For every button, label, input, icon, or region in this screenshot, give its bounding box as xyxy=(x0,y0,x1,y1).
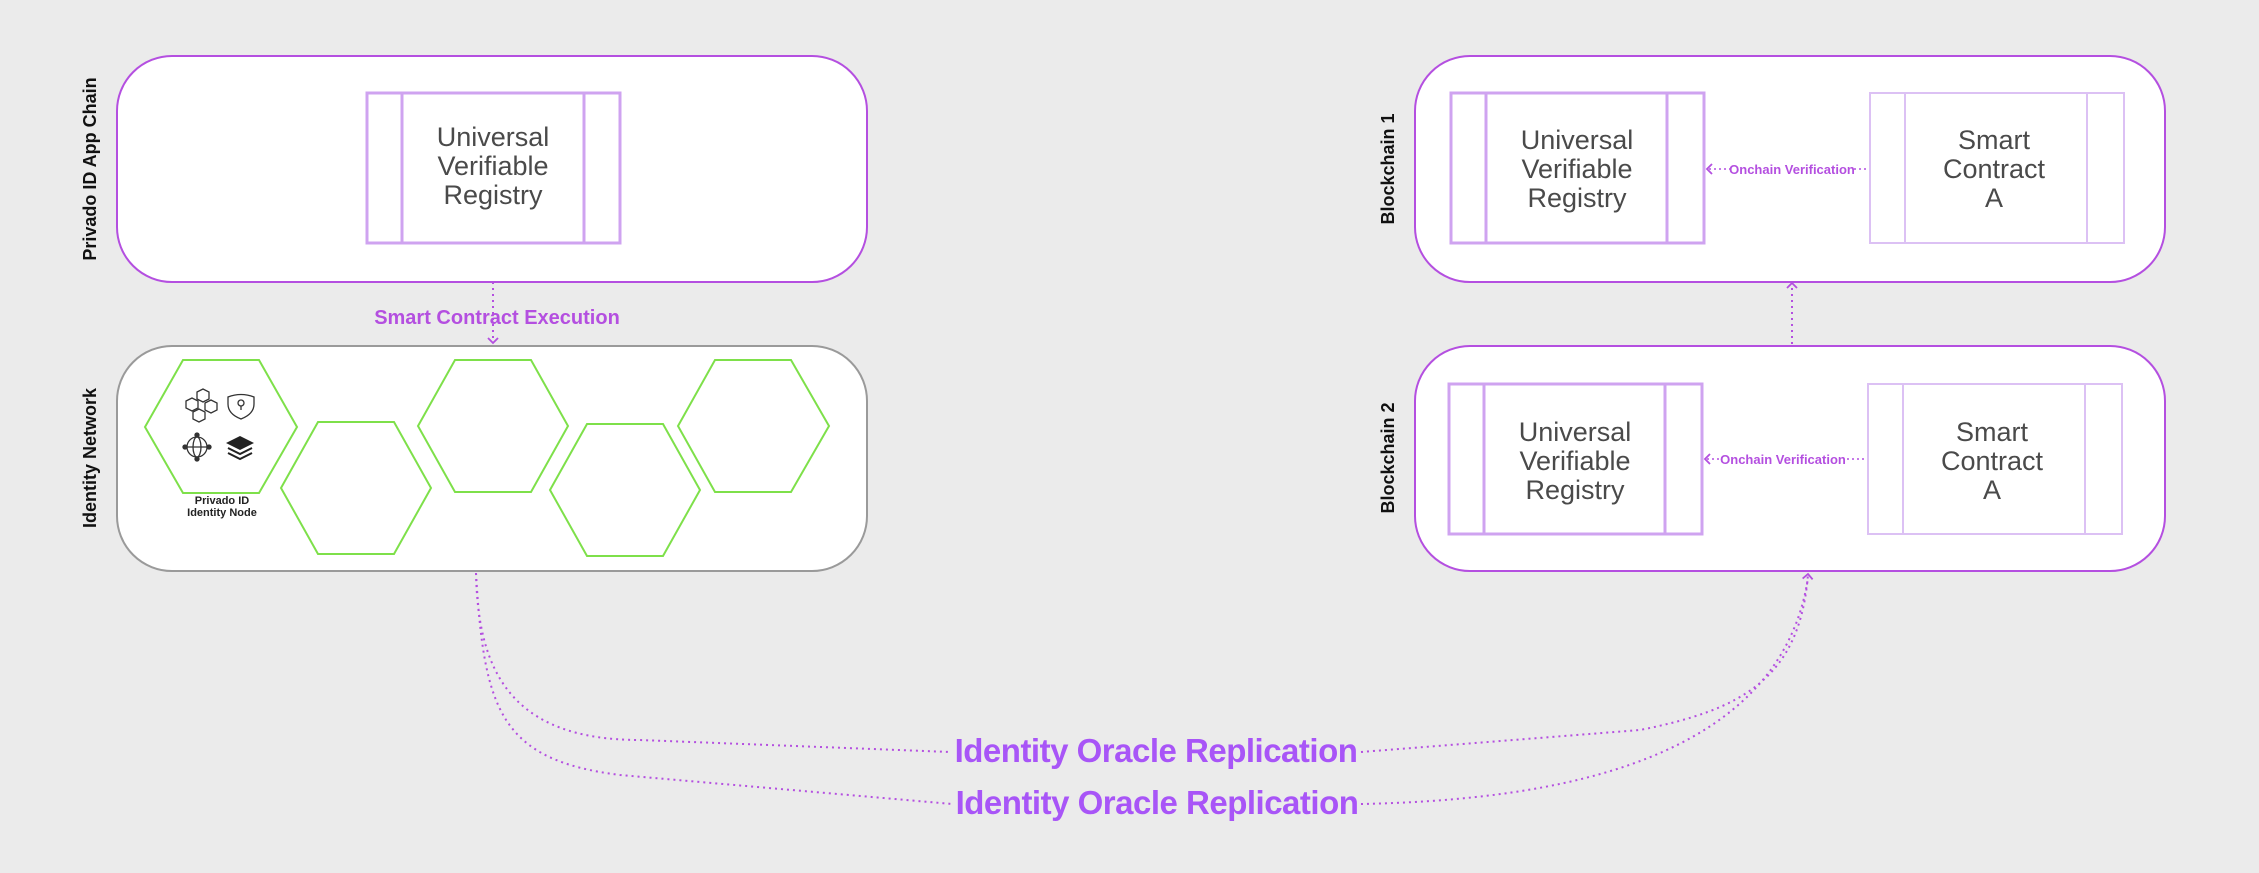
identity-node-hexagon xyxy=(143,359,299,494)
oracle-replication-label-1: Identity Oracle Replication xyxy=(955,732,1358,769)
blockchain-2-contract-line-3: A xyxy=(1983,475,2001,505)
blockchain-1-label: Blockchain 1 xyxy=(1378,113,1398,224)
replication-path-1-right xyxy=(1360,572,1814,753)
blockchain-1-contract-box: Smart Contract A xyxy=(1869,92,2125,244)
blockchain-1-registry-line-3: Registry xyxy=(1527,183,1627,213)
blockchain-2-label: Blockchain 2 xyxy=(1378,402,1398,513)
blockchain-2-registry-line-1: Universal xyxy=(1519,417,1632,447)
blockchain-2-registry-box: Universal Verifiable Registry xyxy=(1447,382,1704,536)
replication-path-2-left xyxy=(475,572,953,805)
blockchain-1-registry-line-1: Universal xyxy=(1521,125,1634,155)
identity-network-label: Identity Network xyxy=(80,387,100,528)
blockchain-1-registry-box: Universal Verifiable Registry xyxy=(1449,91,1706,245)
blockchain-1-contract-line-2: Contract xyxy=(1943,154,2046,184)
node-hexagon xyxy=(676,359,831,493)
blockchain-1-registry-line-2: Verifiable xyxy=(1521,154,1632,184)
onchain-label-bg-2 xyxy=(1721,449,1845,469)
layers-icon xyxy=(226,436,254,461)
blockchain-2-registry-line-2: Verifiable xyxy=(1519,446,1630,476)
cubes-icon xyxy=(185,388,218,423)
app-chain-label: Privado ID App Chain xyxy=(80,77,100,260)
blockchain-2-contract-line-1: Smart xyxy=(1956,417,2029,447)
globe-network-icon xyxy=(182,432,212,462)
onchain-label-bg-1 xyxy=(1730,159,1854,179)
node-hexagon xyxy=(416,359,570,493)
replication-path-1-left xyxy=(475,572,951,753)
onchain-verification-label-2: Onchain Verification xyxy=(1720,452,1846,467)
app-chain-registry-box: Universal Verifiable Registry xyxy=(365,91,622,245)
app-chain-registry-line-2: Verifiable xyxy=(437,151,548,181)
blockchain-1-contract-line-1: Smart xyxy=(1958,125,2031,155)
blockchain-2-contract-line-2: Contract xyxy=(1941,446,2044,476)
oracle-replication-label-2: Identity Oracle Replication xyxy=(956,784,1359,821)
blockchain-2-contract-box: Smart Contract A xyxy=(1867,383,2123,535)
app-chain-registry-line-3: Registry xyxy=(443,180,543,210)
identity-network-container xyxy=(116,345,868,572)
node-hexagon xyxy=(279,421,433,555)
execution-label: Smart Contract Execution xyxy=(374,307,620,329)
onchain-verification-label-1: Onchain Verification xyxy=(1729,162,1855,177)
identity-node-label-line-2: Identity Node xyxy=(187,507,257,519)
replication-path-2-right xyxy=(1360,577,1809,805)
location-shield-icon xyxy=(227,393,255,420)
app-chain-registry-line-1: Universal xyxy=(437,122,550,152)
identity-node-label-line-1: Privado ID xyxy=(195,495,249,507)
node-hexagon xyxy=(548,423,702,557)
blockchain-1-contract-line-3: A xyxy=(1985,183,2003,213)
blockchain-2-registry-line-3: Registry xyxy=(1525,475,1625,505)
